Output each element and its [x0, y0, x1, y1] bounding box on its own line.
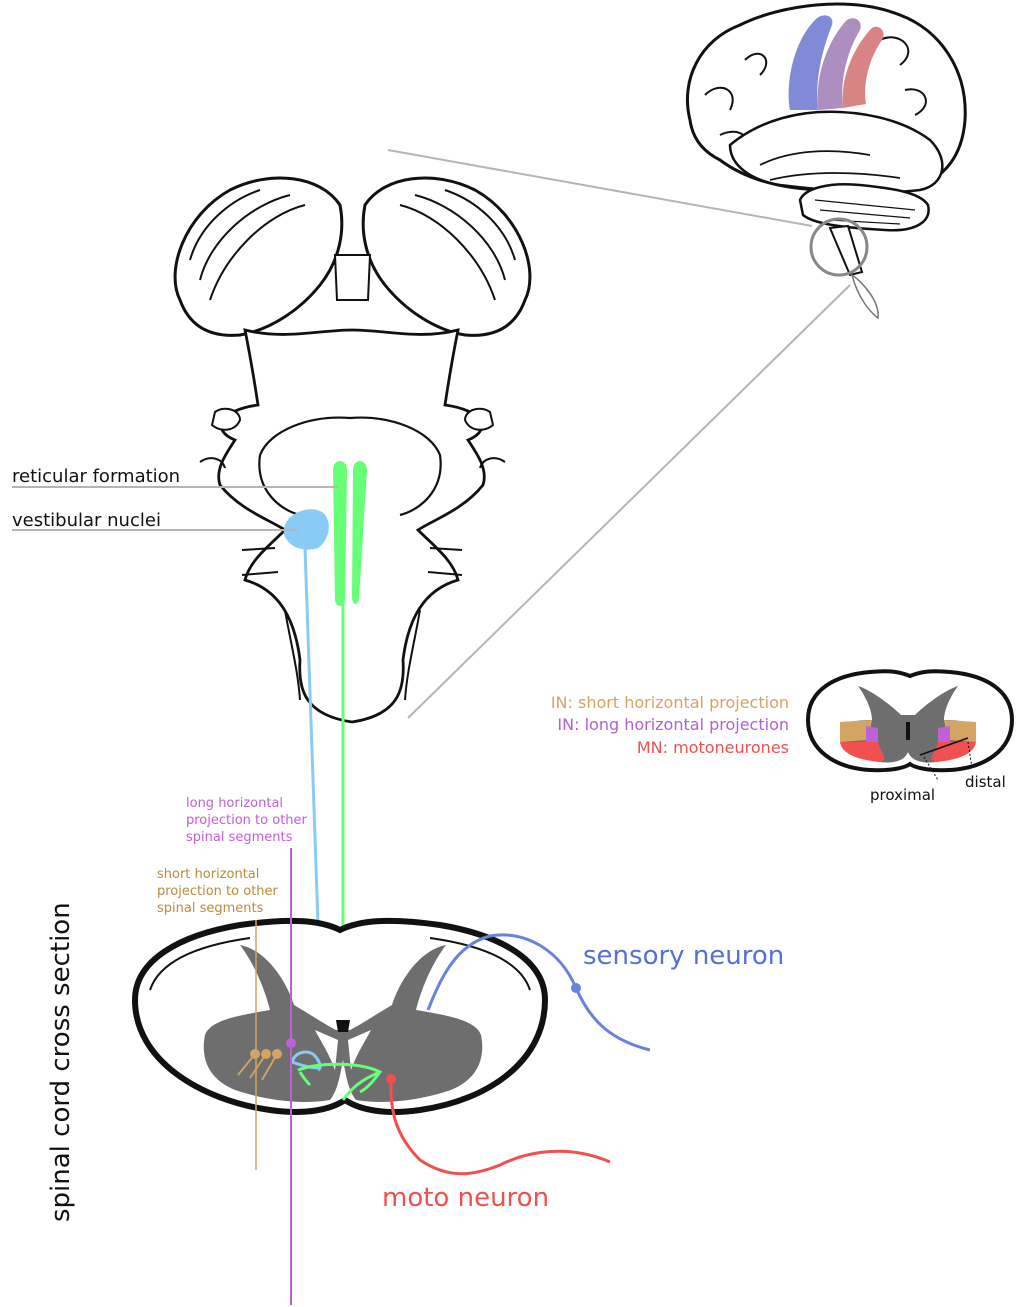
brainstem-illustration — [175, 178, 530, 722]
spinal-cord-cross-section-label: spinal cord cross section — [46, 902, 76, 1222]
legend-short-projection: IN: short horizontal projection — [551, 693, 789, 712]
vestibular-nuclei-label: vestibular nuclei — [12, 510, 161, 531]
proximal-label: proximal — [870, 786, 935, 804]
moto-neuron-label: moto neuron — [382, 1183, 549, 1213]
reticular-formation-left — [333, 461, 347, 606]
sensory-neuron-soma — [571, 983, 581, 993]
short-horizontal-label-1: short horizontal — [157, 867, 259, 882]
moto-neuron-soma — [386, 1074, 396, 1084]
legend-long-projection: IN: long horizontal projection — [557, 715, 789, 734]
legend-motoneurones: MN: motoneurones — [637, 738, 789, 757]
reticular-formation-label: reticular formation — [12, 466, 180, 487]
short-horizontal-label-3: spinal segments — [157, 901, 264, 916]
brain-illustration — [687, 4, 965, 318]
spinal-cord-section — [135, 921, 545, 1112]
long-horizontal-label-3: spinal segments — [186, 830, 293, 845]
distal-label: distal — [965, 773, 1006, 791]
long-horizontal-label-1: long horizontal — [186, 796, 283, 811]
zoom-line-lower — [408, 285, 850, 718]
long-horizontal-label-2: projection to other — [186, 813, 308, 828]
short-horizontal-label-2: projection to other — [157, 884, 279, 899]
small-spinal-cord — [808, 671, 1012, 780]
sensory-neuron-label: sensory neuron — [583, 941, 784, 971]
